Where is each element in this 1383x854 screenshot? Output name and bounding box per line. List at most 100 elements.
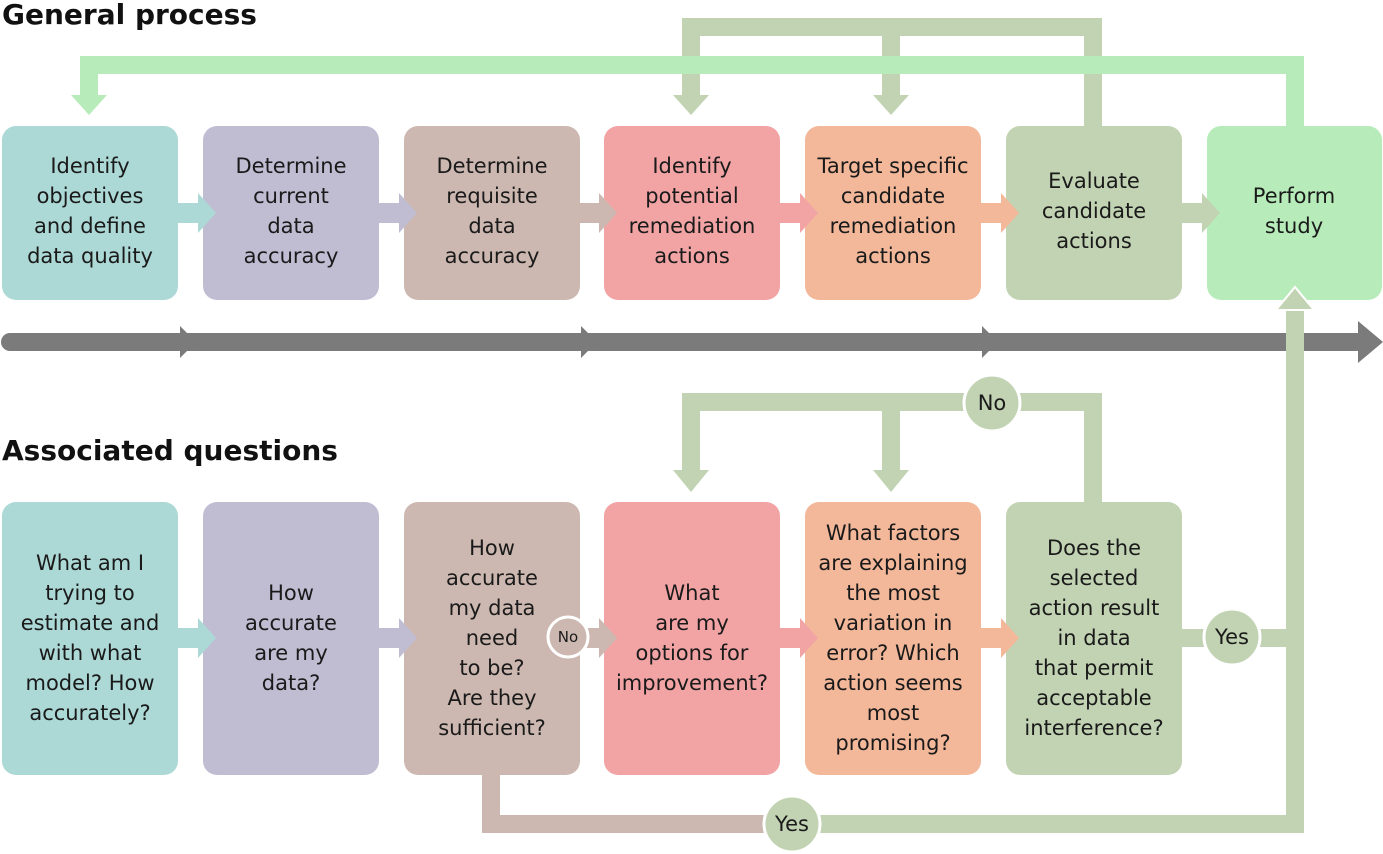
- determine-requisite-box: [404, 126, 580, 300]
- determine-requisite-label: Determine requisite data accuracy: [436, 154, 547, 268]
- factors-label-line: most: [867, 701, 919, 725]
- need-to-be-label-line: need: [466, 626, 518, 650]
- options-label: What are my options for improvement?: [616, 581, 768, 695]
- selected-action-box: [1006, 502, 1182, 775]
- need-to-be-label-line: sufficient?: [438, 716, 546, 740]
- determine-requisite-label-line: Determine: [436, 154, 547, 178]
- selected-action-label-line: selected: [1050, 566, 1139, 590]
- factors-label-line: are explaining: [818, 551, 967, 575]
- how-accurate-label-line: are my: [254, 641, 328, 665]
- perform-feedback-connector: [71, 56, 1304, 126]
- perform-study-label: Perform study: [1253, 184, 1335, 238]
- estimate-model-label-line: What am I: [36, 551, 144, 575]
- identify-remediation-label-line: remediation: [629, 214, 756, 238]
- target-candidate-label-line: candidate: [841, 184, 945, 208]
- no-badge-top-label: No: [978, 391, 1007, 415]
- options-label-line: What: [664, 581, 719, 605]
- identify-remediation-label-line: potential: [645, 184, 738, 208]
- how-accurate-label-line: data?: [262, 671, 320, 695]
- perform-study-box: [1207, 126, 1382, 300]
- timeline-arrow: [1, 321, 1383, 363]
- questions-connectors: [178, 618, 1019, 658]
- no-badge-top: No: [962, 373, 1022, 433]
- factors-label-line: action seems: [823, 671, 963, 695]
- identify-objectives-label: Identify objectives and define data quality: [27, 154, 153, 268]
- need-to-be-label-line: accurate: [446, 566, 538, 590]
- selected-action-label-line: interference?: [1024, 716, 1163, 740]
- process-connectors: [178, 193, 1220, 233]
- no-feedback-connector: [673, 393, 1102, 502]
- evaluate-feedback-connector: [673, 18, 1102, 126]
- identify-remediation-label-line: Identify: [652, 154, 731, 178]
- need-to-be-label-line: to be?: [459, 656, 524, 680]
- estimate-model-label-line: accurately?: [29, 701, 150, 725]
- evaluate-candidate-label-line: candidate: [1042, 199, 1146, 223]
- determine-current-label-line: current: [253, 184, 329, 208]
- associated-questions-heading: Associated questions: [2, 434, 338, 467]
- factors-label-line: variation in: [834, 611, 953, 635]
- options-label-line: are my: [655, 611, 729, 635]
- determine-current-label-line: data: [267, 214, 314, 238]
- how-accurate-box: [203, 502, 379, 775]
- process-text-layer: Identify objectives and define data quality…: [27, 154, 1335, 268]
- need-to-be-label-line: my data: [449, 596, 536, 620]
- target-candidate-label-line: Target specific: [817, 154, 969, 178]
- yes-up-connector: [1182, 285, 1317, 833]
- factors-label-line: error? Which: [826, 641, 959, 665]
- identify-objectives-label-line: and define: [34, 214, 146, 238]
- target-candidate-label-line: remediation: [830, 214, 957, 238]
- estimate-model-label-line: estimate and: [21, 611, 160, 635]
- determine-requisite-label-line: requisite: [446, 184, 538, 208]
- identify-remediation-box: [604, 126, 780, 300]
- estimate-model-label-line: with what: [39, 641, 142, 665]
- identify-objectives-label-line: data quality: [27, 244, 153, 268]
- no-badge-small: No: [546, 615, 590, 659]
- evaluate-candidate-box: [1006, 126, 1182, 300]
- identify-remediation-label-line: actions: [654, 244, 730, 268]
- estimate-model-label-line: trying to: [45, 581, 135, 605]
- evaluate-candidate-label-line: Evaluate: [1048, 169, 1140, 193]
- determine-requisite-label-line: accuracy: [445, 244, 540, 268]
- yes-badge-bottom-label: Yes: [774, 812, 809, 836]
- estimate-model-label: What am I trying to estimate and with what m…: [21, 551, 160, 725]
- determine-requisite-label-line: data: [468, 214, 515, 238]
- target-candidate-label: Target specific candidate remediation actio…: [817, 154, 969, 268]
- target-candidate-box: [805, 126, 981, 300]
- identify-objectives-label-line: Identify: [50, 154, 129, 178]
- estimate-model-box: [2, 502, 178, 775]
- perform-study-label-line: study: [1265, 214, 1323, 238]
- estimate-model-label-line: model? How: [25, 671, 154, 695]
- need-to-be-label-line: Are they: [447, 686, 536, 710]
- questions-text-layer: What am I trying to estimate and with what m…: [21, 521, 1164, 755]
- selected-action-label-line: acceptable: [1036, 686, 1151, 710]
- perform-study-label-line: Perform: [1253, 184, 1335, 208]
- general-process-heading: General process: [2, 0, 257, 31]
- options-label-line: options for: [636, 641, 749, 665]
- factors-label-line: promising?: [835, 731, 950, 755]
- selected-action-label-line: that permit: [1035, 656, 1153, 680]
- factors-label: What factors are explaining the most variat…: [818, 521, 967, 755]
- evaluate-candidate-label-line: actions: [1056, 229, 1132, 253]
- identify-remediation-label: Identify potential remediation actions: [629, 154, 756, 268]
- identify-objectives-box: [2, 126, 178, 300]
- factors-label-line: the most: [846, 581, 940, 605]
- options-box: [604, 502, 780, 775]
- determine-current-label-line: Determine: [235, 154, 346, 178]
- yes-bottom-connector: [482, 775, 1295, 833]
- selected-action-label-line: action result: [1029, 596, 1160, 620]
- evaluate-candidate-label: Evaluate candidate actions: [1042, 169, 1146, 253]
- yes-badge-right: Yes: [1202, 607, 1262, 667]
- determine-current-box: [203, 126, 379, 300]
- how-accurate-label-line: accurate: [245, 611, 337, 635]
- need-to-be-box: [404, 502, 580, 775]
- identify-objectives-label-line: objectives: [37, 184, 144, 208]
- need-to-be-label-line: How: [469, 536, 515, 560]
- target-candidate-label-line: actions: [855, 244, 931, 268]
- no-badge-small-label: No: [558, 628, 578, 646]
- selected-action-label-line: Does the: [1047, 536, 1141, 560]
- factors-label-line: What factors: [826, 521, 960, 545]
- options-label-line: improvement?: [616, 671, 768, 695]
